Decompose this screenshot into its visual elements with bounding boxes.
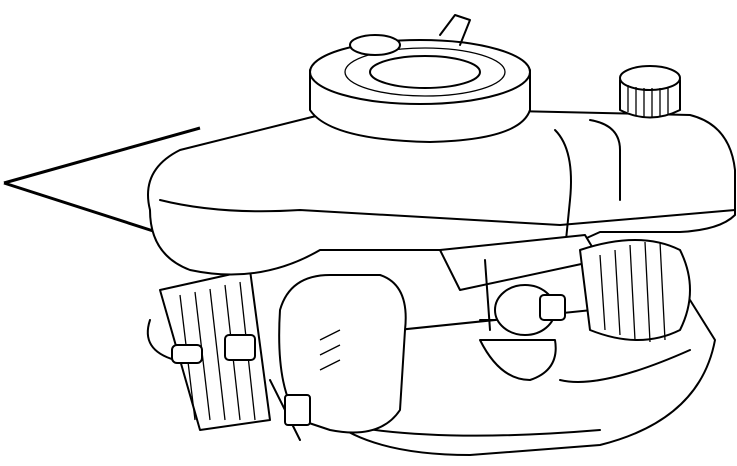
carburetor-and-air-filter [278, 234, 691, 434]
blower-housing-lower [269, 349, 691, 441]
recoil-starter [309, 14, 531, 143]
starter-handle-icon [439, 14, 471, 46]
cylinder-fins [146, 269, 271, 431]
fuel-cap [619, 65, 681, 119]
spark-plug-boot-icon [171, 344, 203, 364]
leader-line-upper [3, 126, 201, 185]
shroud [147, 109, 736, 276]
